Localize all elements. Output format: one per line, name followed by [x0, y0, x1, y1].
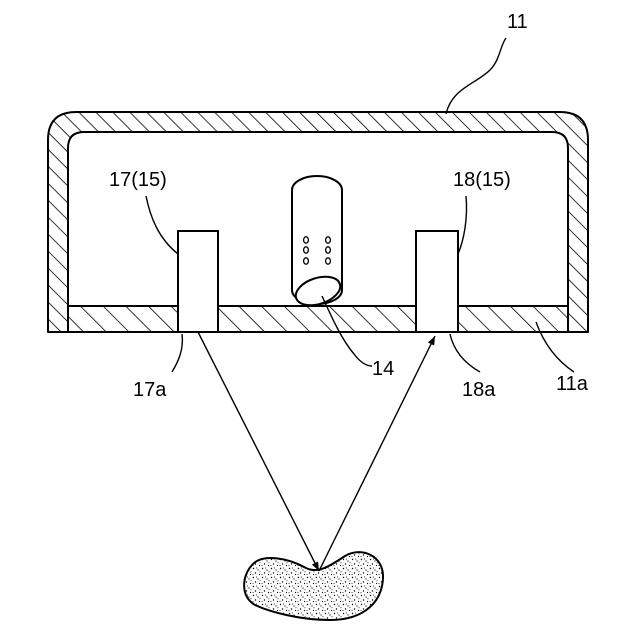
target-object — [244, 552, 383, 620]
emitter-block — [178, 231, 218, 332]
label-receiver-window: 18a — [462, 379, 496, 401]
leader-emitter-window — [172, 334, 182, 372]
label-lens: 14 — [372, 358, 394, 380]
label-receiver: 18(15) — [453, 169, 511, 191]
label-window-plate: 11a — [556, 373, 589, 395]
window-plate — [68, 306, 568, 332]
leader-receiver — [458, 196, 467, 254]
cylinder-lens — [292, 176, 344, 310]
leader-housing — [446, 38, 506, 114]
leader-emitter — [146, 196, 178, 254]
emitted-ray — [198, 332, 319, 571]
leader-receiver-window — [450, 334, 480, 372]
receiver-block — [416, 231, 458, 332]
label-housing: 11 — [507, 11, 528, 33]
label-emitter: 17(15) — [109, 169, 167, 191]
label-emitter-window: 17a — [133, 379, 167, 401]
